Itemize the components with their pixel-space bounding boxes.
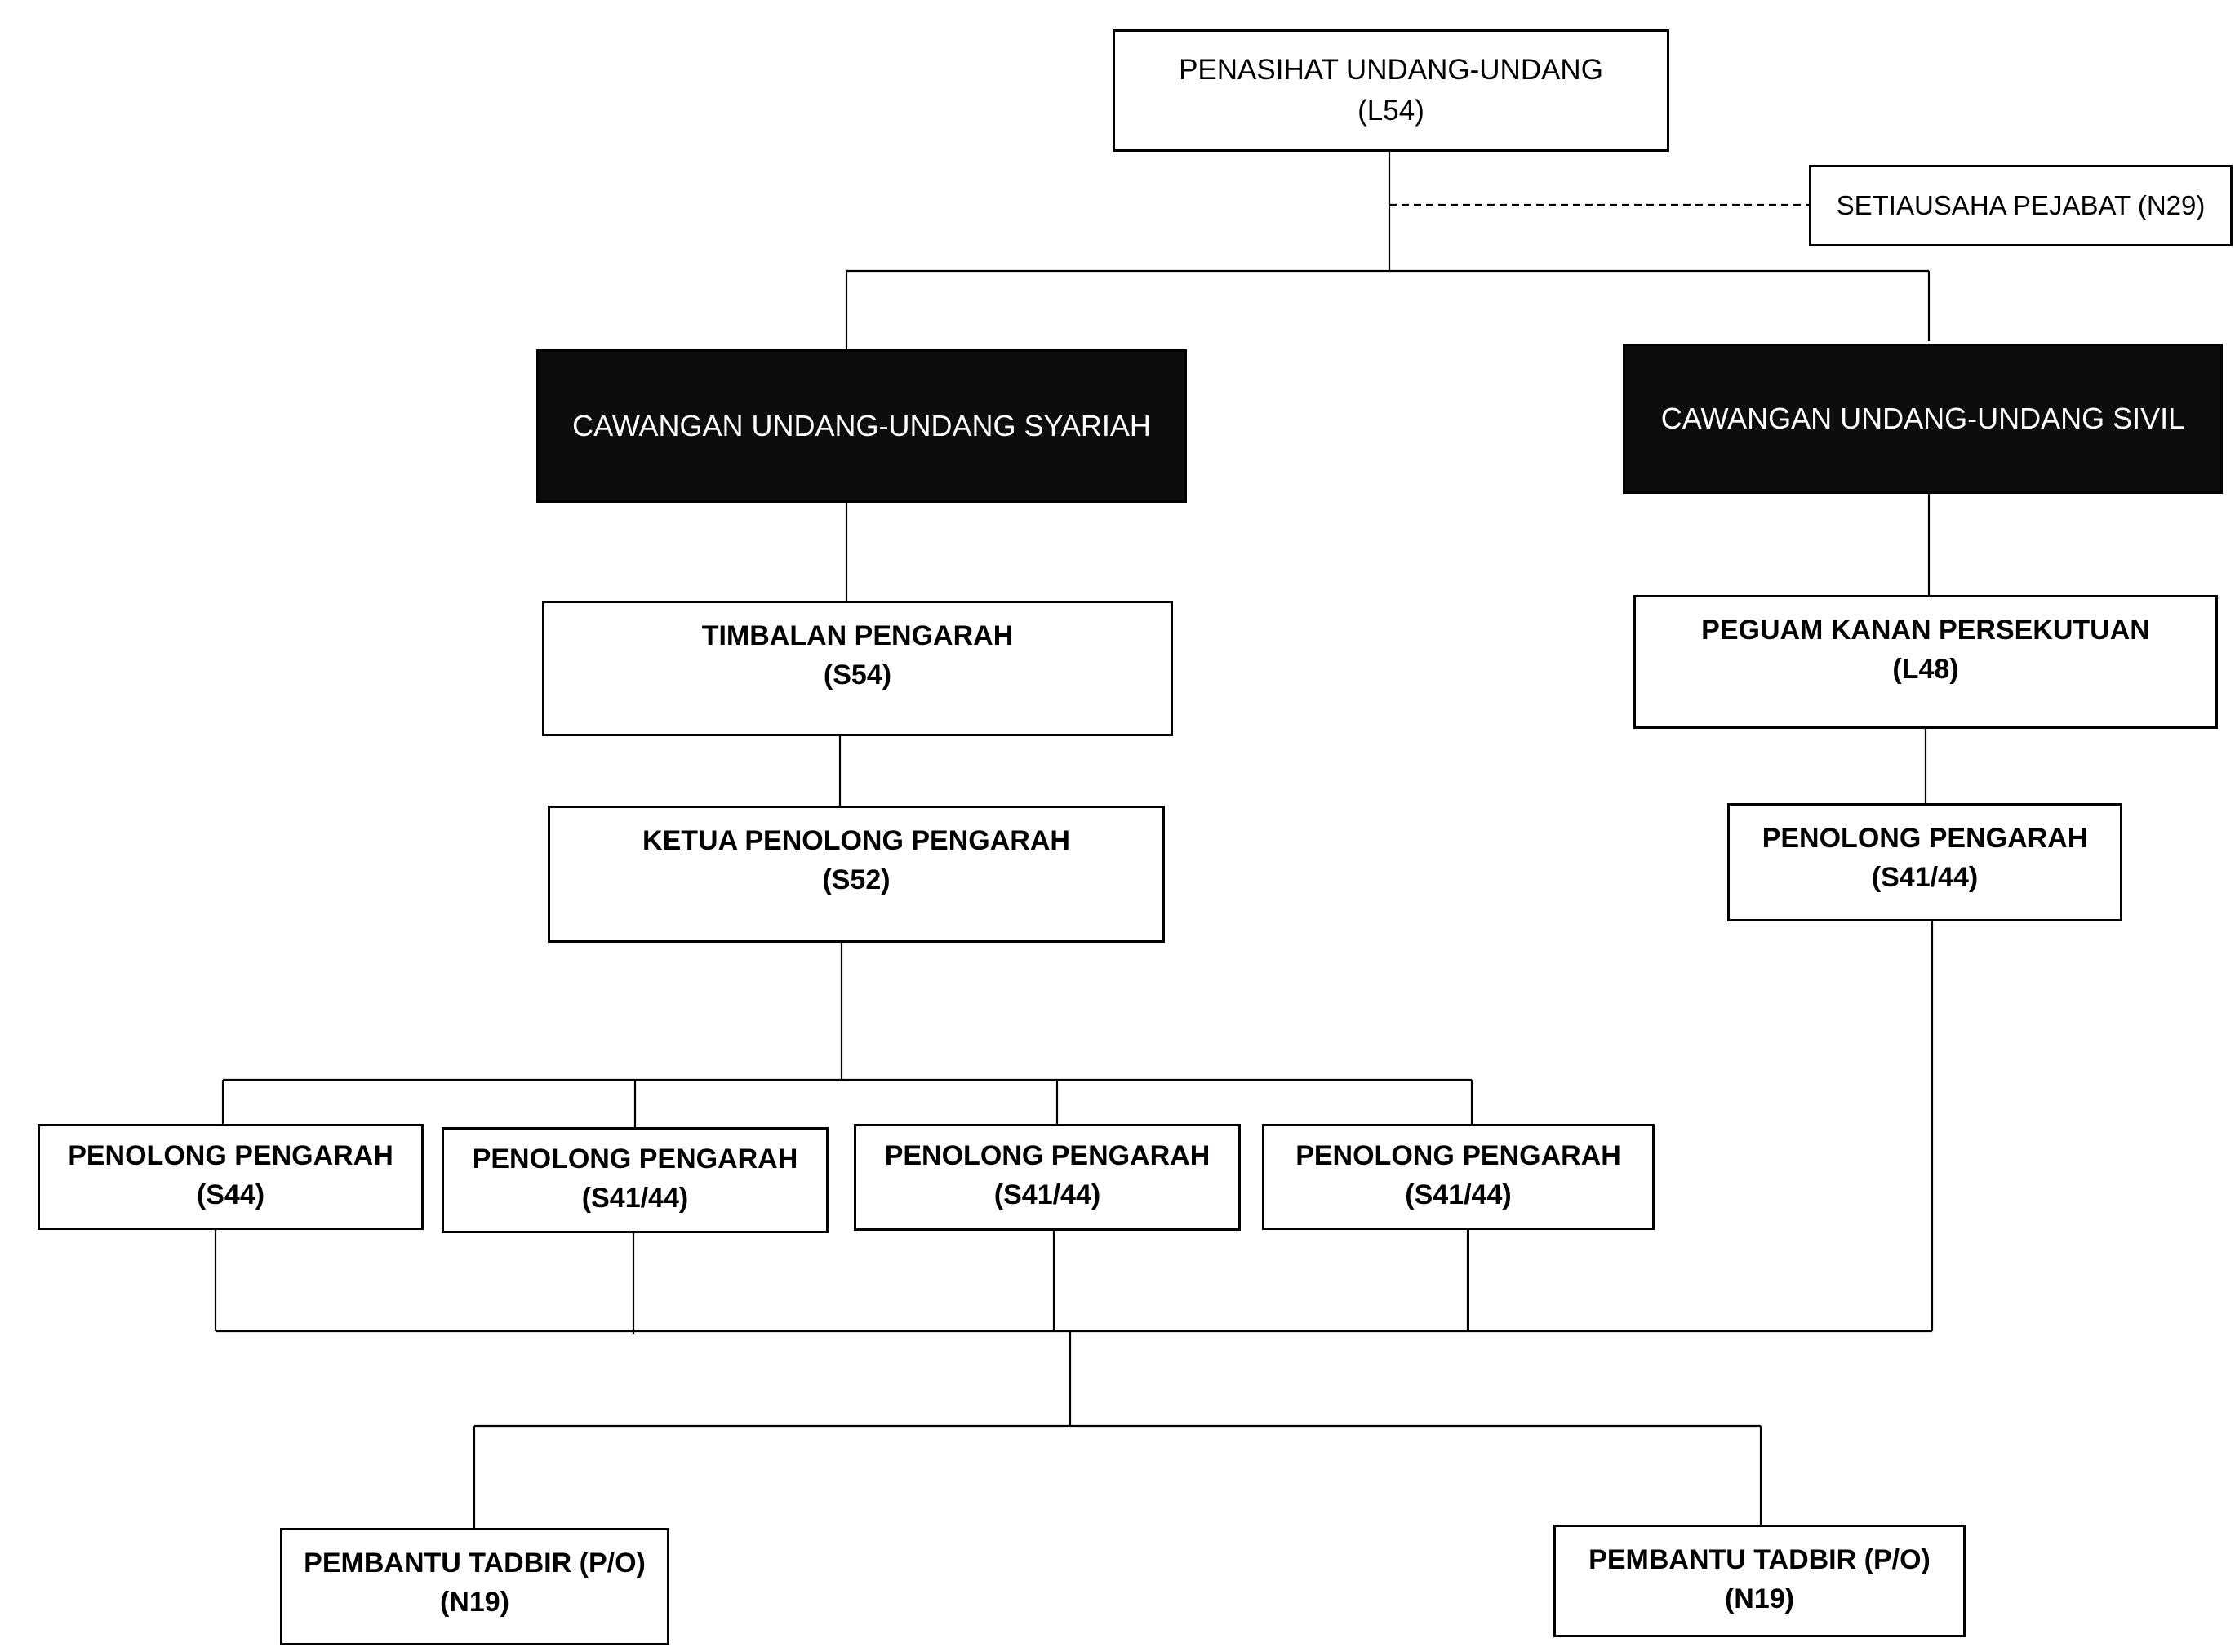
assistant-director-grade-4: (S41/44) bbox=[1405, 1179, 1512, 1211]
civil-assistant-director-node: PENOLONG PENGARAH (S41/44) bbox=[1727, 803, 2122, 921]
secretary-node: SETIAUSAHA PEJABAT (N29) bbox=[1809, 165, 2233, 246]
admin-assistant-title-2: PEMBANTU TADBIR (P/O) bbox=[1588, 1544, 1931, 1575]
civil-assistant-director-grade: (S41/44) bbox=[1871, 862, 1979, 894]
assistant-director-title-4: PENOLONG PENGARAH bbox=[1295, 1140, 1621, 1171]
chief-assistant-director-grade: (S52) bbox=[822, 864, 891, 896]
head-node: PENASIHAT UNDANG-UNDANG (L54) bbox=[1113, 29, 1669, 152]
senior-federal-counsel-grade: (L48) bbox=[1892, 654, 1959, 686]
chief-assistant-director-title: KETUA PENOLONG PENGARAH bbox=[642, 825, 1070, 856]
admin-assistant-grade-2: (N19) bbox=[1724, 1583, 1795, 1615]
head-grade: (L54) bbox=[1357, 94, 1424, 127]
admin-assistant-title-1: PEMBANTU TADBIR (P/O) bbox=[304, 1548, 646, 1579]
assistant-director-title-3: PENOLONG PENGARAH bbox=[884, 1140, 1211, 1171]
assistant-director-node-2: PENOLONG PENGARAH (S41/44) bbox=[442, 1127, 829, 1233]
assistant-director-node-3: PENOLONG PENGARAH (S41/44) bbox=[854, 1124, 1241, 1231]
deputy-director-title: TIMBALAN PENGARAH bbox=[701, 620, 1014, 651]
assistant-director-title-1: PENOLONG PENGARAH bbox=[68, 1140, 393, 1171]
admin-assistant-node-2: PEMBANTU TADBIR (P/O) (N19) bbox=[1553, 1525, 1966, 1637]
chief-assistant-director-node: KETUA PENOLONG PENGARAH (S52) bbox=[548, 806, 1165, 943]
syariah-branch-name: CAWANGAN UNDANG-UNDANG SYARIAH bbox=[572, 409, 1151, 443]
assistant-director-grade-3: (S41/44) bbox=[993, 1179, 1101, 1211]
admin-assistant-node-1: PEMBANTU TADBIR (P/O) (N19) bbox=[280, 1528, 669, 1645]
assistant-director-title-2: PENOLONG PENGARAH bbox=[472, 1144, 798, 1175]
senior-federal-counsel-title: PEGUAM KANAN PERSEKUTUAN bbox=[1701, 615, 2150, 646]
civil-assistant-director-title: PENOLONG PENGARAH bbox=[1762, 823, 2088, 854]
sivil-branch-node: CAWANGAN UNDANG-UNDANG SIVIL bbox=[1623, 344, 2223, 494]
syariah-branch-node: CAWANGAN UNDANG-UNDANG SYARIAH bbox=[536, 349, 1187, 503]
assistant-director-grade-2: (S41/44) bbox=[581, 1183, 689, 1215]
assistant-director-node-1: PENOLONG PENGARAH (S44) bbox=[38, 1124, 424, 1230]
assistant-director-grade-1: (S44) bbox=[196, 1179, 265, 1211]
senior-federal-counsel-node: PEGUAM KANAN PERSEKUTUAN (L48) bbox=[1633, 595, 2218, 729]
deputy-director-grade: (S54) bbox=[823, 659, 892, 691]
head-title: PENASIHAT UNDANG-UNDANG bbox=[1179, 54, 1603, 86]
admin-assistant-grade-1: (N19) bbox=[439, 1587, 510, 1619]
assistant-director-node-4: PENOLONG PENGARAH (S41/44) bbox=[1262, 1124, 1655, 1230]
deputy-director-node: TIMBALAN PENGARAH (S54) bbox=[542, 601, 1173, 736]
sivil-branch-name: CAWANGAN UNDANG-UNDANG SIVIL bbox=[1660, 402, 2185, 436]
secretary-title: SETIAUSAHA PEJABAT (N29) bbox=[1836, 189, 2206, 220]
